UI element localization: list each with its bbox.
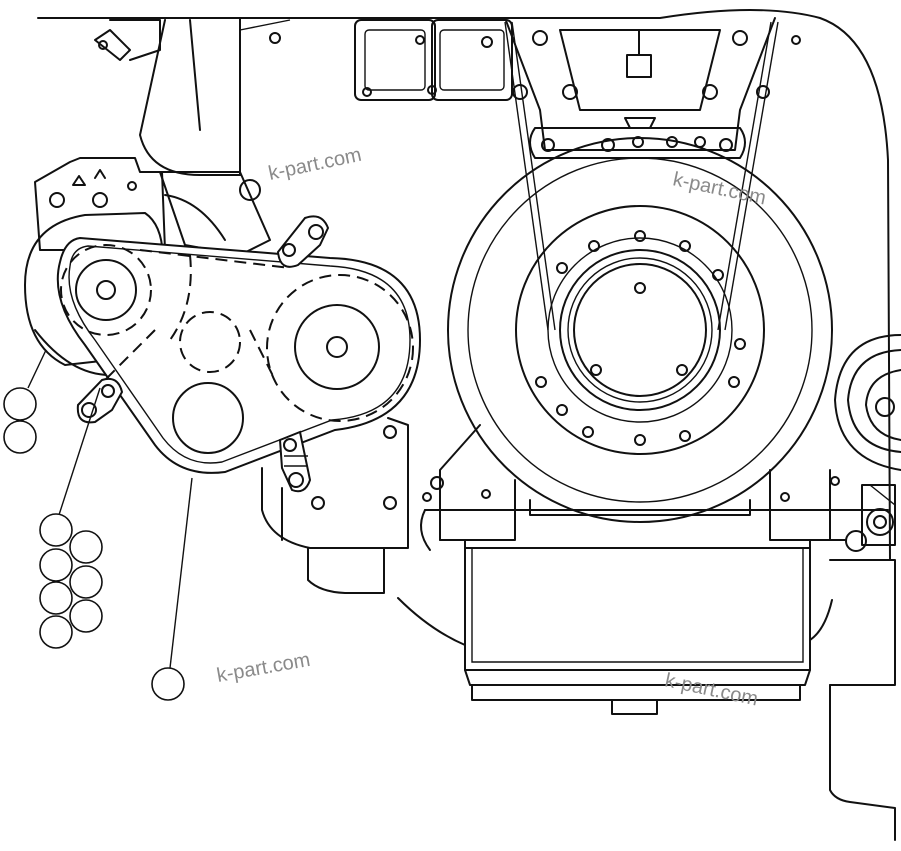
watermark: k-part.com xyxy=(266,144,363,185)
oil-pan xyxy=(397,547,833,715)
gear-cover xyxy=(37,9,891,561)
crankshaft-damper xyxy=(447,137,833,523)
right-pulley xyxy=(834,334,901,471)
right-mount xyxy=(829,484,896,841)
left-link xyxy=(76,377,124,424)
callout-bubble[interactable] xyxy=(69,599,103,633)
inspection-plate-right xyxy=(427,19,513,101)
callout-bubble[interactable] xyxy=(39,513,73,547)
idler-pulley xyxy=(172,382,244,454)
hidden-features xyxy=(60,244,414,422)
callout-group-b xyxy=(39,513,103,649)
leader-lines xyxy=(27,349,193,669)
fan-bracket xyxy=(504,17,801,151)
tensioner-pulley xyxy=(294,304,380,390)
upper-idler-bracket xyxy=(159,171,271,256)
callout-bubble[interactable] xyxy=(3,387,37,421)
watermark: k-part.com xyxy=(215,649,312,687)
top-bracket xyxy=(94,19,161,61)
watermark: k-part.com xyxy=(663,669,760,710)
callout-bubble[interactable] xyxy=(39,548,73,582)
alternator-pulley xyxy=(75,259,137,321)
alternator-housing xyxy=(24,212,164,376)
lower-link xyxy=(278,430,312,493)
callout-bubble[interactable] xyxy=(69,565,103,599)
accessory-belt xyxy=(56,236,422,474)
callout-bubble[interactable] xyxy=(69,530,103,564)
callout-bubble[interactable] xyxy=(151,667,185,701)
callout-bubble[interactable] xyxy=(3,420,37,454)
alternator-bracket xyxy=(34,157,166,251)
water-pump-housing xyxy=(261,417,409,594)
damper-bolt-circle xyxy=(535,230,746,446)
callout-group-a xyxy=(3,387,37,454)
callout-bubble[interactable] xyxy=(39,581,73,615)
inspection-plate-left xyxy=(354,19,436,101)
upper-link xyxy=(276,215,330,268)
callout-group-c xyxy=(151,667,185,701)
fan-belts xyxy=(504,21,779,331)
timing-cover-lower xyxy=(420,424,889,551)
bolt-rail xyxy=(529,117,746,159)
callout-bubble[interactable] xyxy=(39,615,73,649)
